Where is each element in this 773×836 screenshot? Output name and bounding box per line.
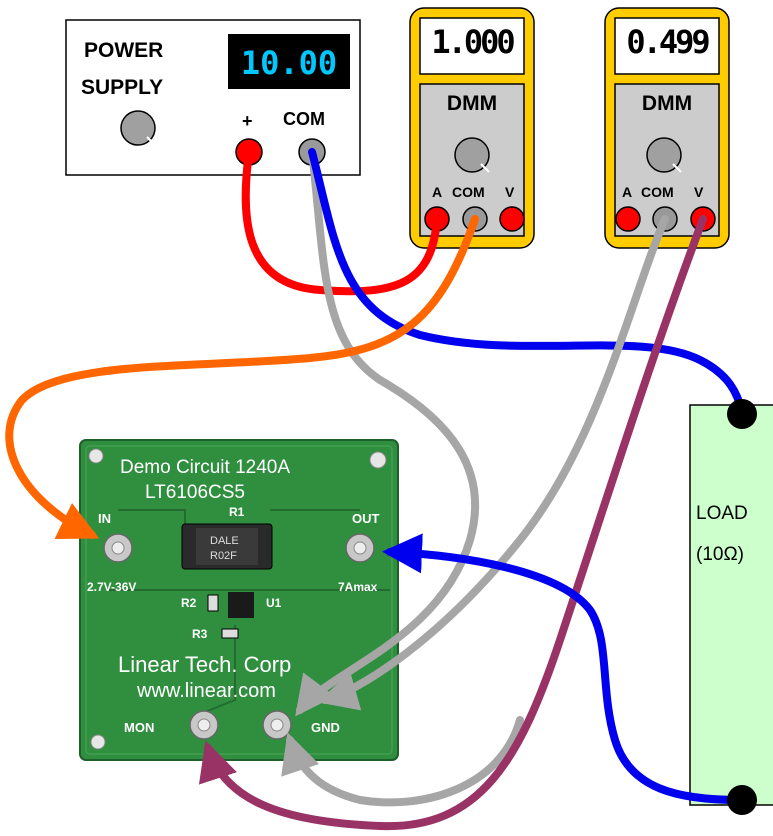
dmm-1: 1.000 DMM A COM V [409,7,535,249]
in-range-label: 2.7V-36V [87,580,136,594]
wire-blue-psu-load[interactable] [308,148,746,416]
dmm-2-title: DMM [642,92,692,115]
power-supply-display [228,34,350,89]
wire-orange[interactable] [5,215,479,539]
terminal-mon[interactable] [189,710,219,740]
wire-gray-psu-gnd[interactable] [295,148,480,717]
dmm-1-v-jack[interactable] [499,206,525,232]
com-label: COM [283,109,325,129]
terminal-gnd[interactable] [262,710,292,740]
dmm-2-a-label: A [622,184,632,200]
r1-label: R1 [229,505,245,519]
dmm-1-knob[interactable] [454,137,490,173]
load-terminal-bottom[interactable] [727,785,757,815]
company-label: Linear Tech. Corp [118,652,291,677]
load-terminal-top[interactable] [727,399,757,429]
load-resistor: LOAD (10Ω) [689,404,773,806]
dmm-2: 0.499 DMM A COM V [604,7,730,249]
dmm-1-reading: 1.000 [431,23,514,61]
dmm-2-v-label: V [694,184,704,200]
dmm-1-a-label: A [432,184,442,200]
board-title-1: Demo Circuit 1240A [120,457,290,478]
mon-label: MON [124,720,154,735]
load-label: LOAD [696,503,748,524]
dmm-1-v-label: V [505,184,515,200]
terminal-out[interactable] [345,533,375,563]
out-range-label: 7Amax [338,580,378,594]
plus-label: + [242,111,253,131]
wires [5,148,746,831]
dmm-2-knob[interactable] [646,137,682,173]
wire-blue-load-out[interactable] [382,533,744,804]
dmm-2-a-jack[interactable] [615,206,641,232]
demo-board: Demo Circuit 1240A LT6106CS5 R1 DALE R02… [79,439,399,761]
power-supply-title-1: POWER [84,39,163,62]
wire-red[interactable] [241,148,441,296]
load-value: (10Ω) [696,544,744,565]
out-label: OUT [352,511,380,526]
power-supply-title-2: SUPPLY [81,76,163,99]
power-supply-knob[interactable] [120,110,156,146]
resistor-text-1: DALE [210,535,239,547]
terminal-in[interactable] [103,533,133,563]
dmm-1-com-label: COM [452,184,485,200]
in-label: IN [98,511,111,526]
wire-gray-gnd-loop[interactable] [281,716,524,807]
wire-purple[interactable] [198,215,707,831]
wire-gray-dmm-gnd[interactable] [317,215,669,711]
dmm-1-title: DMM [447,92,497,115]
dmm-2-com-label: COM [641,184,674,200]
power-supply-reading: 10.00 [241,44,337,82]
gnd-label: GND [311,720,340,735]
board-title-2: LT6106CS5 [145,482,245,503]
website-label: www.linear.com [136,680,276,702]
r3-label: R3 [192,627,208,641]
resistor-text-2: R02F [210,550,237,562]
u1-label: U1 [266,596,282,610]
dmm-2-reading: 0.499 [626,23,709,61]
r2-label: R2 [181,596,197,610]
